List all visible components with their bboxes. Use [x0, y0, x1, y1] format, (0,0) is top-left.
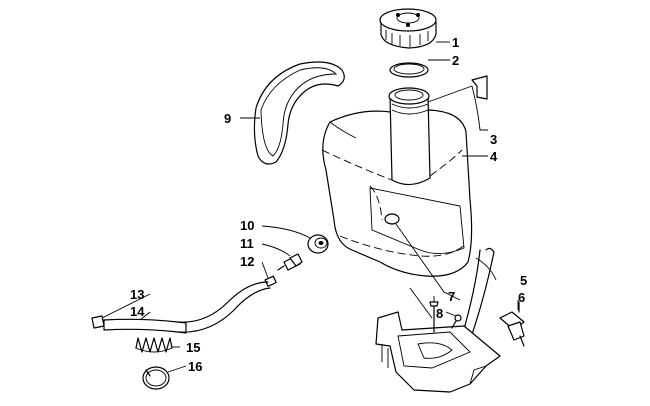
- callout-3: 3: [490, 132, 497, 147]
- small-clamp: [264, 275, 277, 287]
- callout-8: 8: [436, 306, 443, 321]
- tank-strap: [253, 61, 345, 165]
- rivet: [451, 314, 462, 329]
- callout-14: 14: [130, 304, 145, 319]
- tank-bracket: [375, 247, 501, 393]
- callout-1: 1: [452, 35, 459, 50]
- callout-12: 12: [240, 254, 254, 269]
- vent-valve: [499, 301, 525, 347]
- tank-clip: [471, 75, 488, 100]
- coil-spring: [135, 337, 173, 353]
- callout-16: 16: [188, 359, 202, 374]
- callout-9: 9: [224, 111, 231, 126]
- callout-5: 5: [520, 273, 527, 288]
- callout-10: 10: [240, 218, 254, 233]
- callout-labels: 1 2 3 4 5 6 7 8 9 10 11 12 13 14 15 16: [130, 35, 527, 374]
- callout-11: 11: [240, 236, 254, 251]
- callout-4: 4: [490, 149, 498, 164]
- screw: [429, 301, 439, 333]
- callout-13: 13: [130, 287, 144, 302]
- leader-lines: [101, 41, 519, 373]
- callout-15: 15: [186, 340, 200, 355]
- hose-fitting: [277, 253, 303, 271]
- fuel-tank: [321, 87, 473, 277]
- callout-2: 2: [452, 53, 459, 68]
- hose-clamp: [142, 366, 170, 390]
- callout-6: 6: [518, 290, 525, 305]
- fuel-cap: [379, 8, 437, 49]
- fuel-hose: [103, 281, 271, 334]
- gasket-ring: [389, 62, 429, 78]
- hose-end-clip: [91, 315, 105, 329]
- grommet: [307, 234, 329, 254]
- callout-7: 7: [448, 289, 455, 304]
